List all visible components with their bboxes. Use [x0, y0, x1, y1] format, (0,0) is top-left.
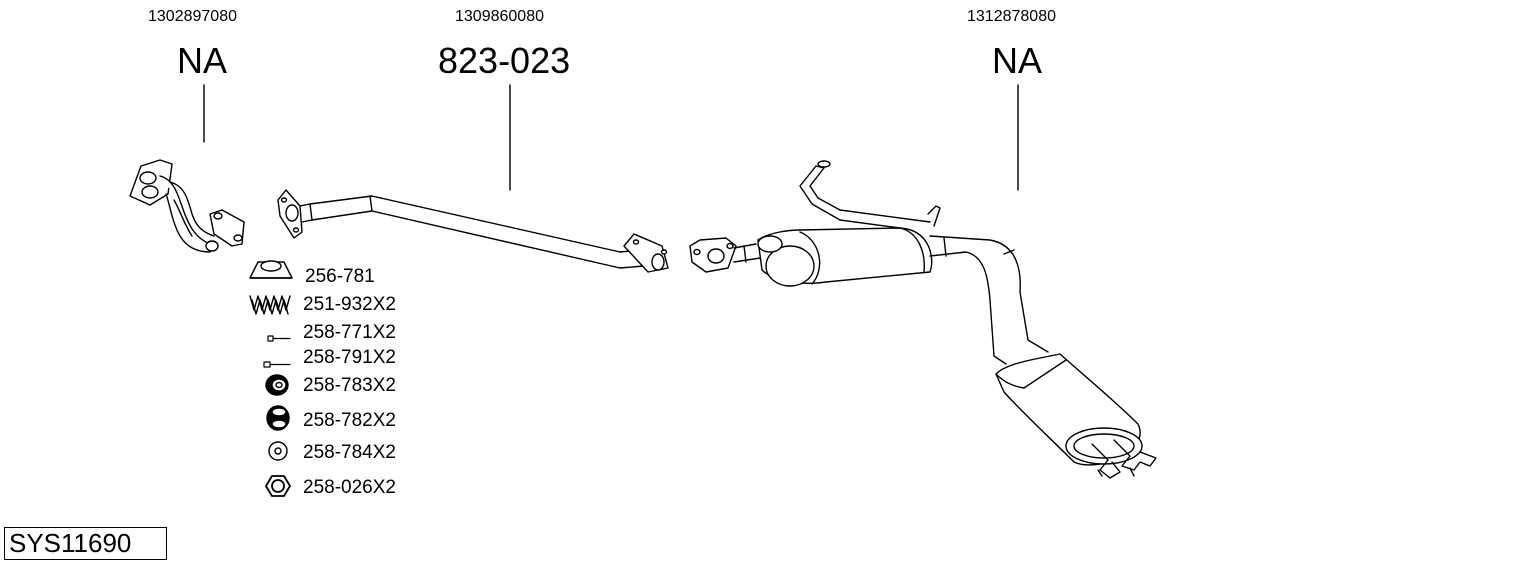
- hex-nut-icon: [265, 475, 291, 497]
- intermediate-pipe-drawing: [277, 189, 669, 273]
- accessory-label: 258-791X2: [303, 347, 396, 368]
- part-code-2: 823-023: [438, 40, 571, 81]
- rear-silencer-drawing: [689, 160, 1157, 479]
- washer-icon: [268, 441, 288, 461]
- part-number-3: 1312878080: [967, 8, 1056, 25]
- accessory-label: 258-782X2: [303, 410, 396, 431]
- part-code-3: NA: [992, 40, 1043, 81]
- bolt-icon: [267, 335, 291, 342]
- bolt-icon: [263, 361, 291, 368]
- accessory-label: 258-784X2: [303, 442, 396, 463]
- accessory-label: 251-932X2: [303, 294, 396, 315]
- spring-icon: [249, 295, 291, 315]
- accessory-label: 258-783X2: [303, 375, 396, 396]
- accessory-label: 256-781: [305, 266, 375, 287]
- part-code-1: NA: [177, 40, 228, 81]
- rubber-hanger-icon: [266, 405, 290, 431]
- accessory-label: 258-026X2: [303, 477, 396, 498]
- part-number-1: 1302897080: [148, 8, 237, 25]
- front-pipe-drawing: [129, 159, 245, 253]
- system-id-box: SYS11690: [4, 527, 167, 560]
- accessory-label: 258-771X2: [303, 322, 396, 343]
- rubber-mount-icon: [265, 374, 289, 396]
- gasket-ring-icon: [249, 260, 293, 279]
- part-number-2: 1309860080: [455, 8, 544, 25]
